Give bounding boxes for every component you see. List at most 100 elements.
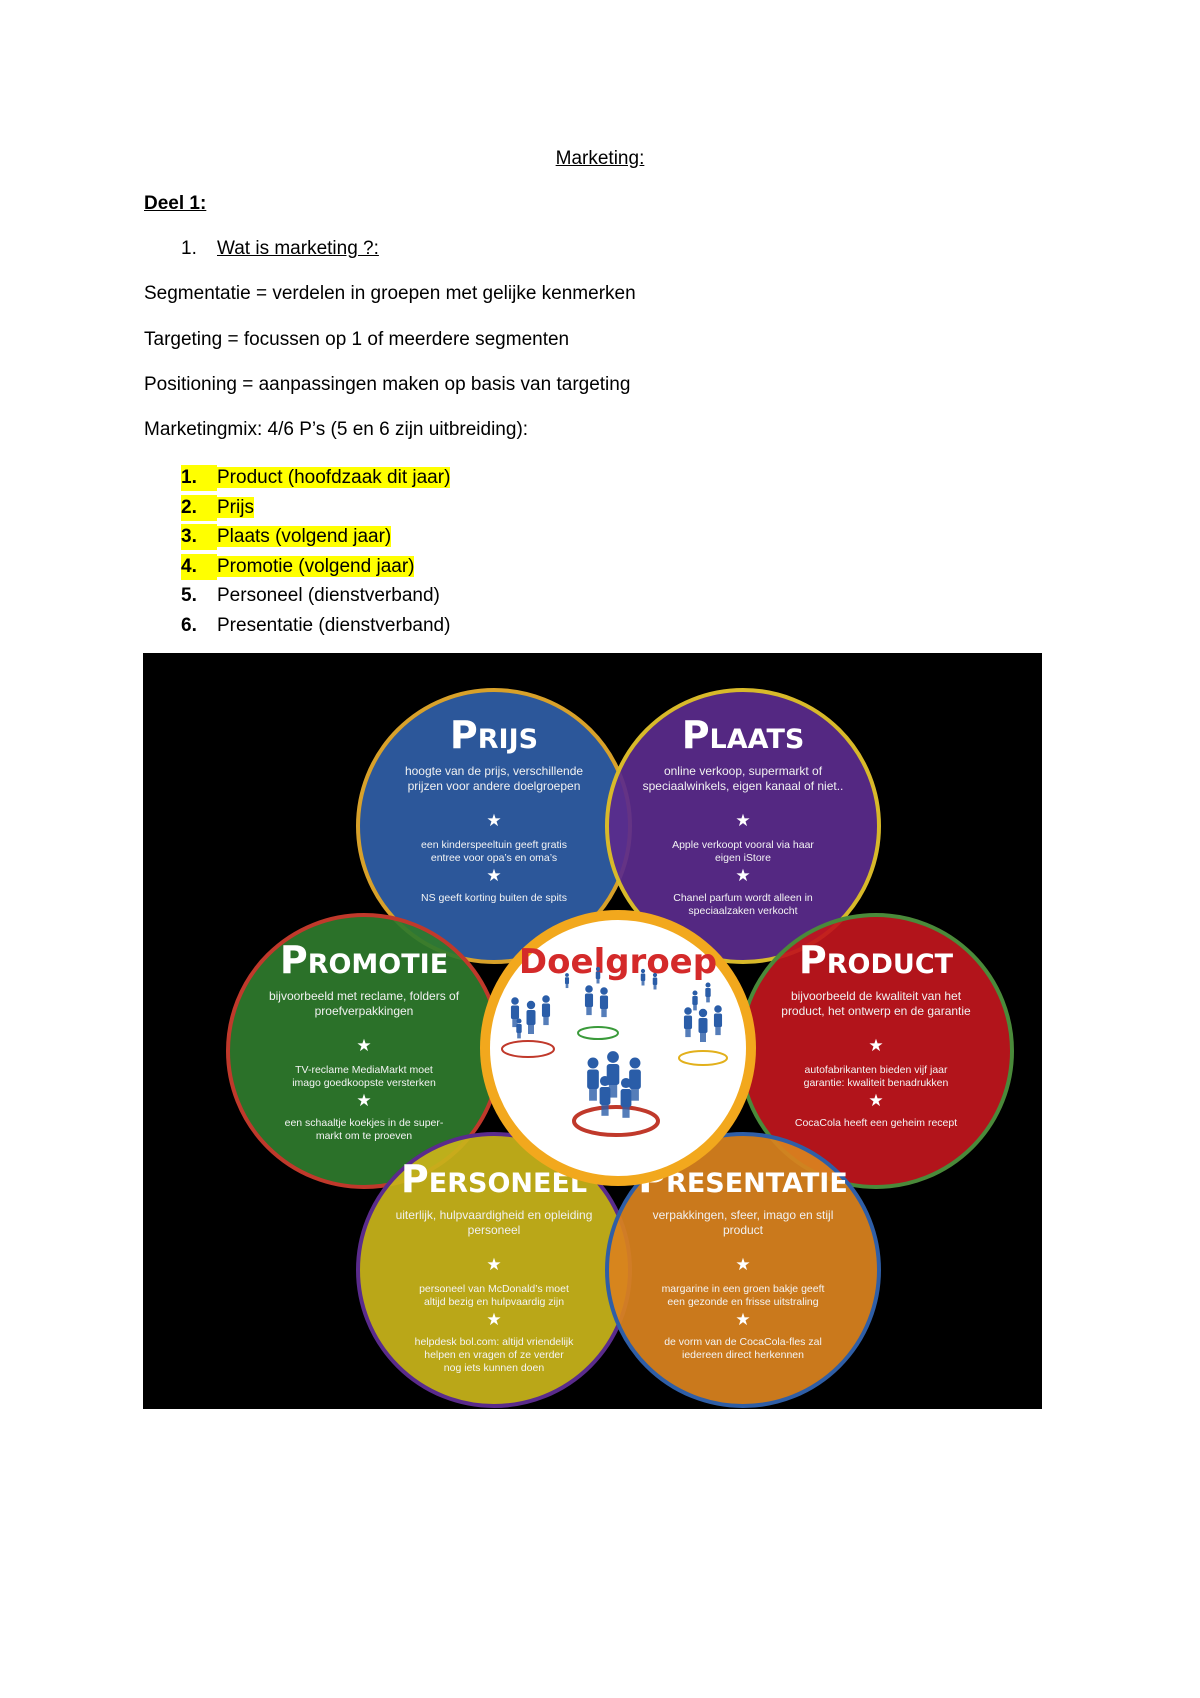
personeel-desc: personeel	[468, 1223, 521, 1237]
person-icon	[622, 1105, 630, 1118]
person-icon	[683, 1015, 693, 1029]
person-icon	[600, 987, 608, 995]
list-item: 4.Promotie (volgend jaar)	[181, 553, 450, 584]
product-title: PRODUCT	[799, 938, 954, 982]
marketing-mix-list: 1.Product (hoofdzaak dit jaar) 2.Prijs 3…	[181, 465, 450, 642]
person-icon	[629, 1057, 641, 1069]
group-ring	[577, 1026, 619, 1040]
person-icon	[641, 980, 645, 986]
prijs-title: PRIJS	[450, 713, 538, 757]
personeel-desc: uiterlijk, hulpvaardigheid en opleiding	[396, 1208, 593, 1222]
person-icon	[589, 1087, 597, 1101]
person-icon	[705, 988, 711, 997]
person-icon	[517, 1032, 521, 1039]
plaats-desc: online verkoop, supermarkt of	[664, 764, 823, 778]
person-icon	[599, 1075, 611, 1087]
person-icon	[620, 1077, 632, 1089]
person-icon	[595, 971, 601, 979]
section-heading: Deel 1:	[144, 193, 207, 214]
personeel-title: PERSONEEL	[401, 1157, 587, 1201]
list-item: 2.Prijs	[181, 494, 450, 525]
star-icon: ★	[356, 1091, 371, 1111]
product-example: CocaCola heeft een geheim recept	[795, 1117, 957, 1129]
personeel-example: altijd bezig en hulpvaardig zijn	[424, 1296, 564, 1308]
page-title: Marketing:	[555, 148, 645, 169]
prijs-desc: prijzen voor andere doelgroepen	[408, 779, 581, 793]
definition-positioning: Positioning = aanpassingen maken op basi…	[144, 374, 631, 395]
person-icon	[543, 1016, 549, 1026]
presentatie-circle	[605, 1132, 881, 1408]
person-icon	[541, 1003, 551, 1017]
person-icon	[595, 966, 601, 972]
plaats-desc: speciaalwinkels, eigen kanaal of niet..	[643, 779, 844, 793]
person-icon	[510, 1005, 520, 1019]
person-icon	[601, 1008, 607, 1018]
person-icon	[542, 995, 550, 1003]
promotie-example: een schaaltje koekjes in de super-	[285, 1117, 444, 1129]
list-item: 3.Plaats (volgend jaar)	[181, 524, 450, 554]
person-icon	[516, 1024, 522, 1033]
plaats-title: PLAATS	[682, 713, 805, 757]
person-icon	[512, 1018, 518, 1028]
personeel-example: personeel van McDonald’s moet	[419, 1283, 569, 1295]
person-icon	[607, 1051, 619, 1063]
person-icon	[631, 1087, 639, 1101]
person-icon	[652, 977, 658, 985]
star-icon: ★	[735, 1255, 750, 1275]
person-icon	[706, 996, 710, 1003]
promotie-example: imago goedkoopste versterken	[292, 1077, 436, 1089]
person-icon	[715, 1026, 721, 1036]
person-icon	[652, 972, 658, 978]
person-icon	[511, 997, 519, 1005]
star-icon: ★	[868, 1091, 883, 1111]
product-desc: product, het ontwerp en de garantie	[781, 1004, 971, 1018]
person-icon	[565, 973, 569, 977]
star-icon: ★	[486, 866, 501, 886]
plaats-example: eigen iStore	[715, 852, 771, 864]
star-icon: ★	[486, 1255, 501, 1275]
person-icon	[526, 1010, 536, 1025]
person-icon	[692, 990, 698, 996]
person-icon	[601, 1103, 609, 1116]
product-example: autofabrikanten bieden vijf jaar	[804, 1064, 948, 1076]
person-icon	[585, 985, 593, 993]
group-ring	[678, 1050, 728, 1066]
person-icon	[700, 1032, 706, 1042]
person-icon	[564, 977, 570, 984]
star-icon: ★	[486, 1310, 501, 1330]
person-icon	[526, 1000, 536, 1010]
question-text: Wat is marketing ?:	[217, 238, 379, 259]
person-icon	[692, 996, 698, 1005]
person-icon	[608, 1083, 618, 1098]
person-icon	[713, 1013, 723, 1027]
presentatie-example: iedereen direct herkennen	[682, 1349, 804, 1361]
plaats-example: speciaalzaken verkocht	[688, 905, 797, 917]
definition-segmentatie: Segmentatie = verdelen in groepen met ge…	[144, 283, 636, 304]
person-icon	[698, 1018, 708, 1033]
doelgroep-label: Doelgroep	[519, 942, 717, 982]
product-example: garantie: kwaliteit benadrukken	[804, 1077, 949, 1089]
promotie-example: TV-reclame MediaMarkt moet	[295, 1064, 433, 1076]
doelgroep-circle	[490, 920, 746, 1176]
presentatie-desc: product	[723, 1223, 764, 1237]
list-item: 6.Presentatie (dienstverband)	[181, 614, 451, 636]
person-icon	[714, 1005, 722, 1013]
question-item: 1.Wat is marketing ?:	[181, 238, 379, 260]
definition-marketingmix: Marketingmix: 4/6 P’s (5 en 6 zijn uitbr…	[144, 419, 529, 440]
star-icon: ★	[735, 1310, 750, 1330]
plaats-example: Apple verkoopt vooral via haar	[672, 839, 814, 851]
star-icon: ★	[868, 1036, 883, 1056]
promotie-title: PROMOTIE	[280, 938, 448, 982]
person-icon	[599, 995, 609, 1009]
presentatie-example: de vorm van de CocaCola-fles zal	[664, 1336, 822, 1348]
person-icon	[629, 1069, 641, 1089]
person-icon	[599, 1087, 611, 1105]
star-icon: ★	[735, 811, 750, 831]
person-icon	[685, 1028, 691, 1038]
presentatie-desc: verpakkingen, sfeer, imago en stijl	[653, 1208, 834, 1222]
person-icon	[587, 1069, 599, 1089]
prijs-desc: hoogte van de prijs, verschillende	[405, 764, 583, 778]
